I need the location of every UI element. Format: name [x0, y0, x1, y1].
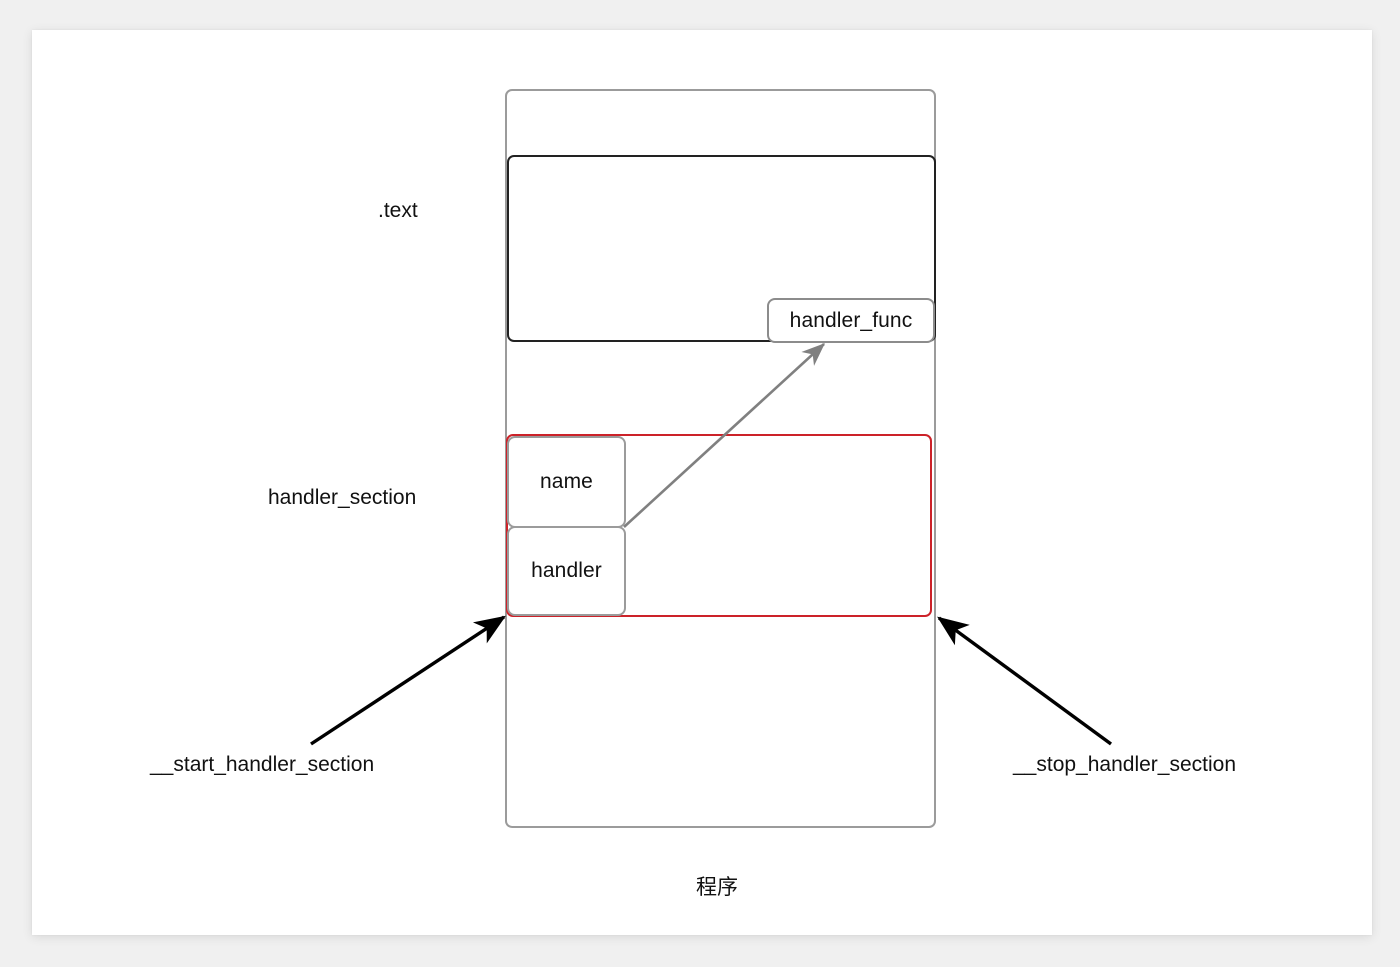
start-symbol-arrow — [310, 615, 506, 746]
name-entry-box: name — [507, 436, 626, 528]
handler-entry-label: handler — [531, 559, 602, 582]
start-symbol-label: __start_handler_section — [150, 753, 375, 776]
text-section-label: .text — [378, 199, 418, 222]
handler-section-label: handler_section — [268, 486, 417, 509]
stop-symbol-label: __stop_handler_section — [1013, 753, 1237, 776]
name-entry-label: name — [540, 470, 593, 493]
program-caption-label: 程序 — [696, 876, 738, 899]
handler-func-box: handler_func — [767, 298, 935, 343]
stop-symbol-arrow — [937, 616, 1113, 746]
handler-func-label: handler_func — [789, 308, 913, 332]
handler-entry-box: handler — [507, 526, 626, 616]
